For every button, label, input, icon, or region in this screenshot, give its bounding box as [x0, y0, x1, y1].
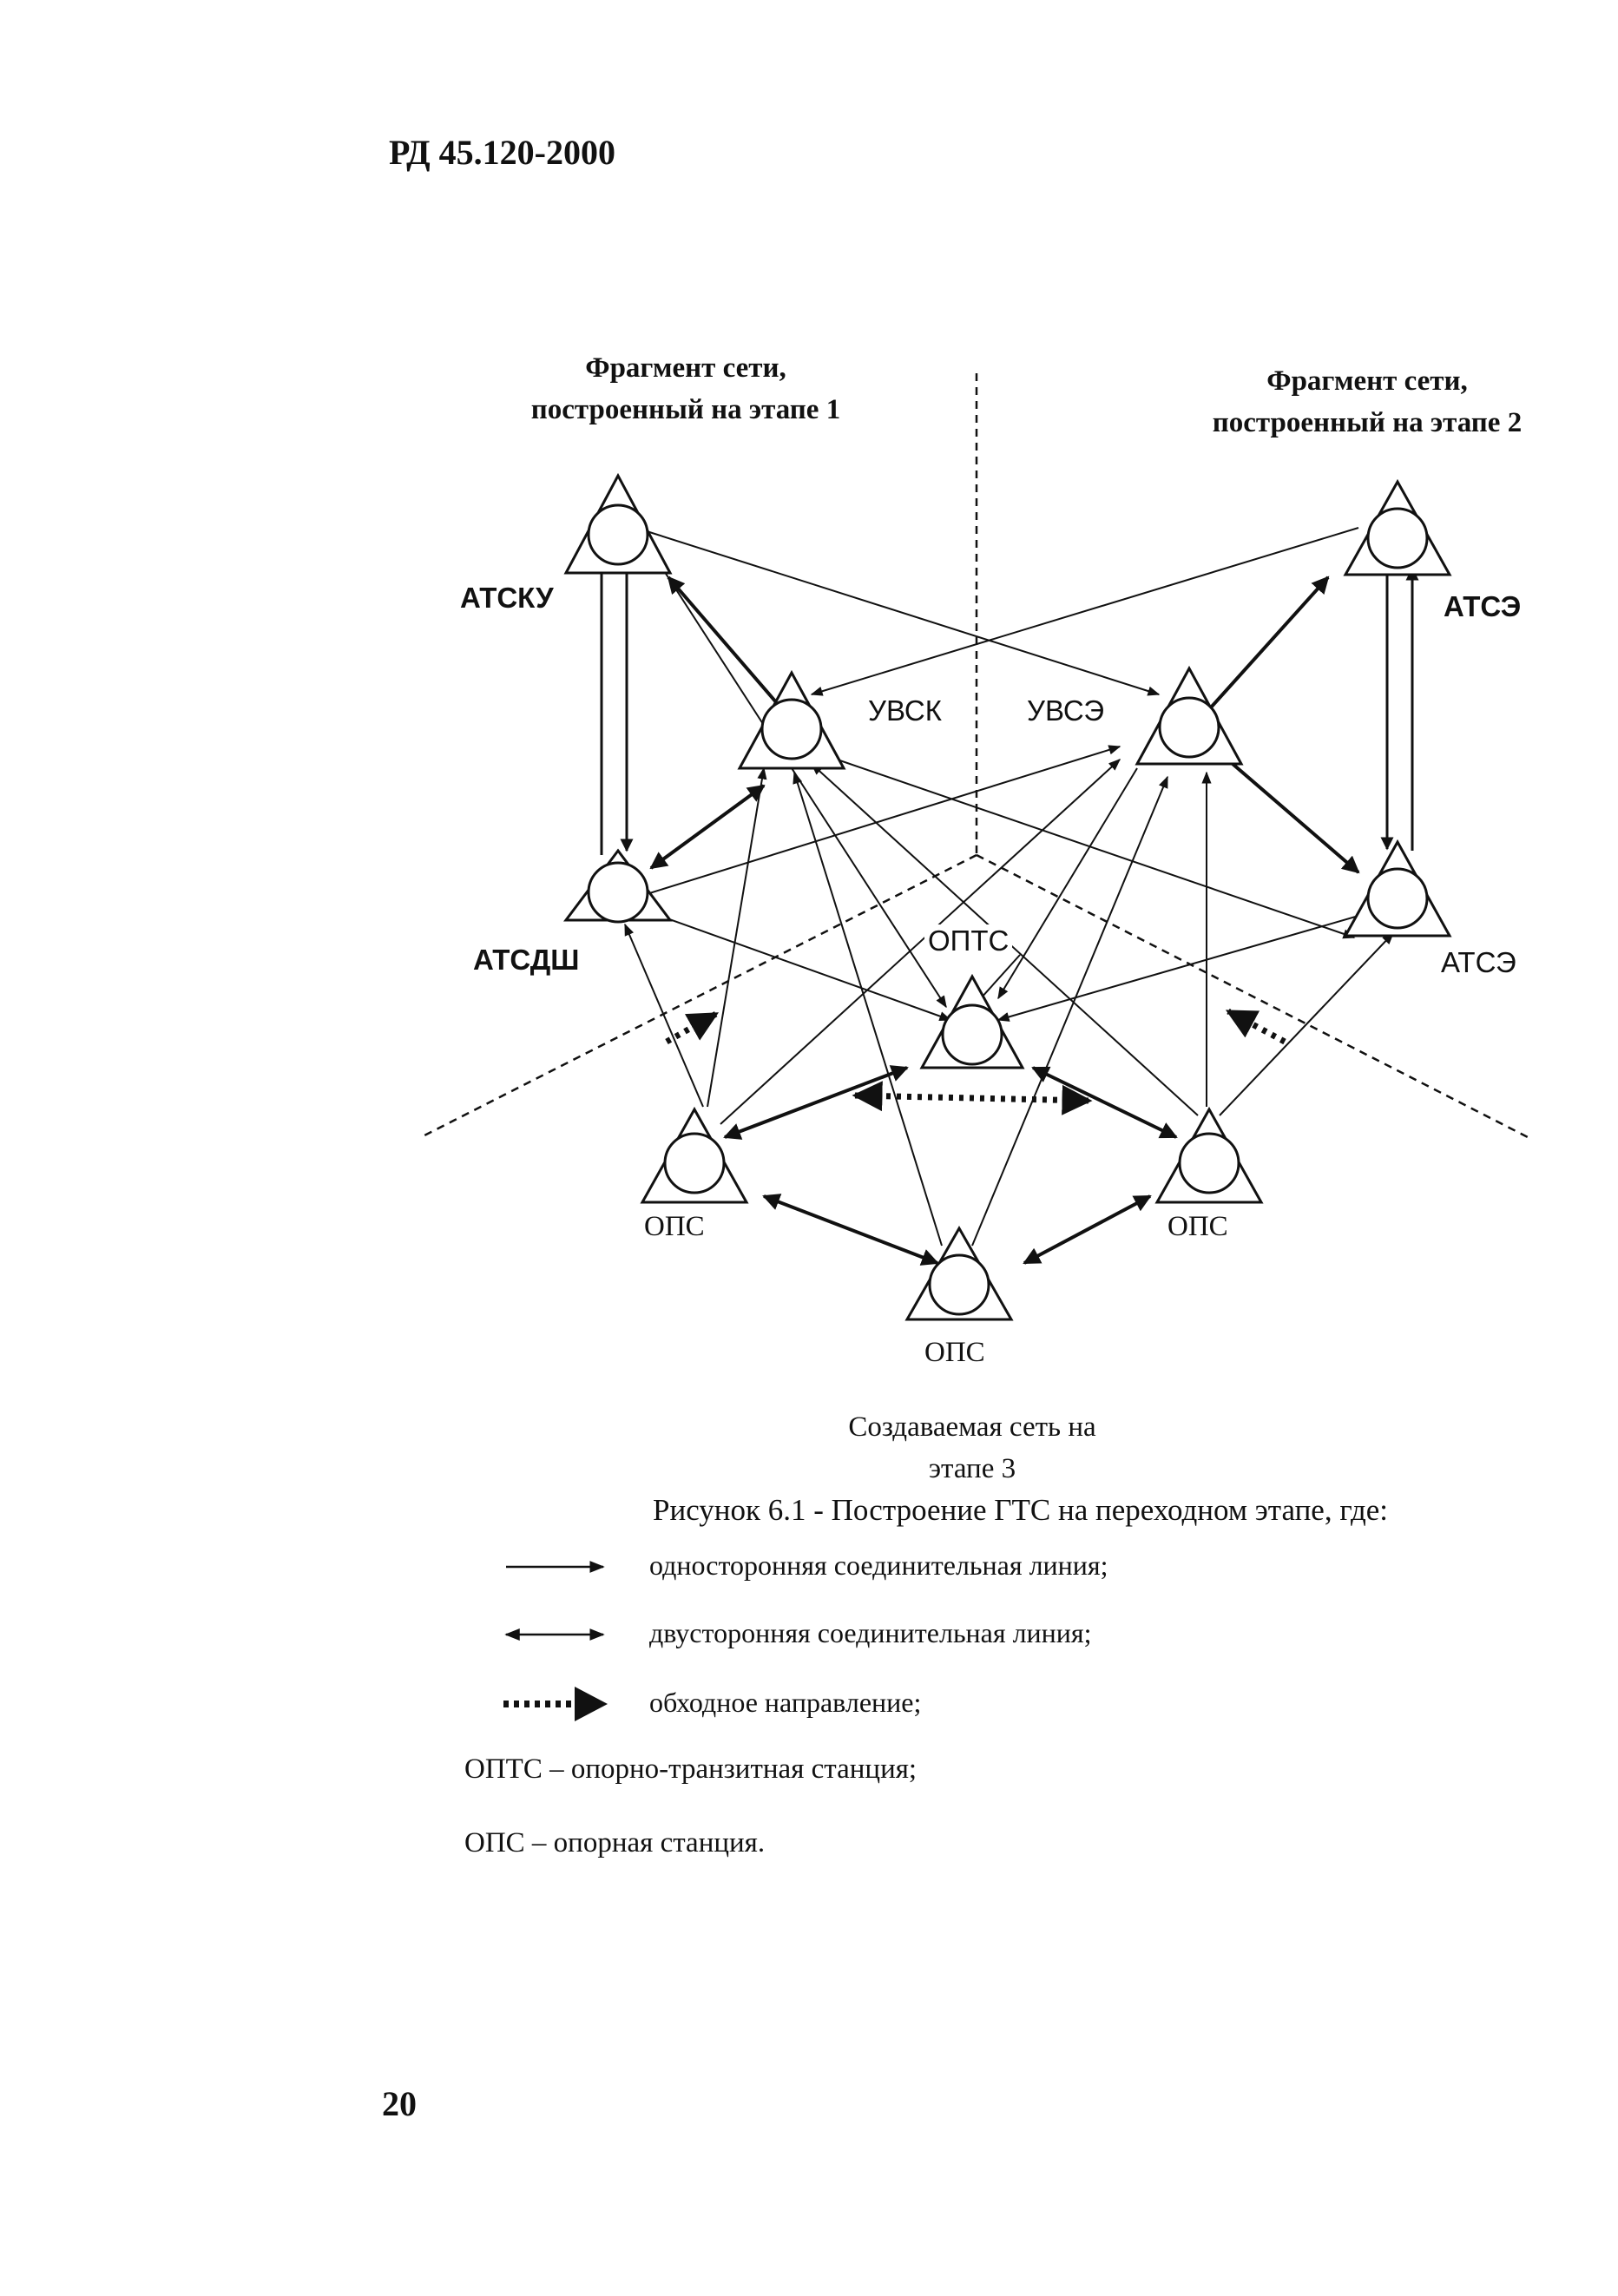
label-atsdsh: АТСДШ	[473, 944, 580, 976]
node-atsku	[563, 472, 673, 575]
new-network-caption: Создаваемая сеть на этапе 3	[781, 1406, 1163, 1490]
region-boundaries	[420, 373, 1529, 1139]
node-ops-right	[1154, 1106, 1264, 1204]
link-ops-b-ops-r	[1023, 1194, 1152, 1265]
boundary-right	[976, 853, 1529, 1139]
label-atsku: АТСКУ	[460, 582, 554, 614]
link-ops-b-uvsk	[793, 771, 943, 1247]
label-uvse: УВСЭ	[1027, 694, 1105, 727]
link-atsku-uvse	[646, 530, 1161, 696]
fragment-stage1-line1: Фрагмент сети,	[585, 352, 786, 384]
link-ops-r-atse	[1219, 931, 1394, 1116]
new-network-caption-line2: этапе 3	[928, 1453, 1016, 1484]
label-ops-right: ОПС	[1167, 1211, 1228, 1242]
medium-links	[667, 576, 1360, 874]
bypass-right	[1225, 1008, 1286, 1045]
link-opts-atsdsh-back	[980, 954, 1021, 999]
link-ops-b-uvse	[971, 775, 1168, 1247]
fragment-stage1-line2: построенный на этапе 1	[530, 394, 841, 425]
label-atse-right: АТСЭ	[1441, 946, 1516, 978]
fragment-stage2-label: Фрагмент сети, построенный на этапе 2	[1124, 360, 1610, 444]
label-ops-left: ОПС	[644, 1211, 705, 1242]
node-atse-right	[1343, 839, 1452, 937]
boundary-left	[420, 853, 977, 1139]
node-atsdsh	[563, 848, 673, 924]
link-ops-l-opts	[723, 1065, 909, 1140]
figure-caption: Рисунок 6.1 - Построение ГТС на переходн…	[653, 1493, 1389, 1527]
note-ops: ОПС – опорная станция.	[464, 1827, 766, 1859]
link-ops-l-atsdsh	[624, 923, 704, 1108]
link-uvse-atse-right	[1231, 762, 1360, 874]
document-id: РД 45.120-2000	[389, 133, 615, 172]
double-vertical-links	[595, 561, 1419, 855]
link-uvse-opts	[997, 767, 1138, 1000]
bypass-links	[665, 1008, 1286, 1115]
link-atse-uvsk	[810, 527, 1359, 696]
link-atsdsh-uvsk	[649, 784, 766, 870]
link-atsdsh-uvse	[646, 745, 1121, 895]
label-opts: ОПТС	[924, 924, 1013, 957]
note-opts: ОПТС – опорно-транзитная станция;	[464, 1753, 918, 1785]
node-uvse	[1135, 665, 1244, 766]
label-atse-top: АТСЭ	[1444, 590, 1522, 622]
link-ops-l-uvse	[720, 759, 1121, 1125]
link-atsdsh-opts	[659, 915, 952, 1022]
legend-two-way-text: двусторонняя соединительная линия;	[649, 1617, 1092, 1648]
legend-symbols	[503, 1561, 608, 1721]
node-atse-top	[1343, 478, 1452, 576]
link-opts-ops-r	[1031, 1066, 1178, 1139]
bypass-bottom	[852, 1081, 1093, 1115]
fragment-stage1-label: Фрагмент сети, построенный на этапе 1	[443, 347, 929, 431]
node-uvsk	[737, 669, 846, 770]
fragment-stage2-line2: построенный на этапе 2	[1212, 407, 1523, 438]
one-way-links	[624, 527, 1394, 1247]
link-uvse-atse	[1209, 576, 1330, 709]
node-opts	[919, 973, 1025, 1069]
link-atsku-opts	[659, 563, 947, 1009]
page-number: 20	[382, 2084, 417, 2123]
two-way-links	[649, 784, 1178, 1266]
label-uvsk: УВСК	[868, 694, 942, 727]
link-ops-l-ops-b	[762, 1194, 939, 1266]
link-atse-opts	[996, 915, 1359, 1022]
fragment-stage2-line1: Фрагмент сети,	[1266, 365, 1468, 397]
label-ops-bottom: ОПС	[924, 1337, 985, 1368]
legend-bypass-text: обходное направление;	[649, 1687, 922, 1718]
legend-one-way-text: односторонняя соединительная линия;	[649, 1549, 1108, 1581]
legend-bypass-icon	[575, 1687, 608, 1721]
link-uvsk-atsku	[667, 576, 779, 705]
nodes	[563, 472, 1452, 1321]
node-ops-bottom	[904, 1225, 1014, 1321]
new-network-caption-line1: Создаваемая сеть на	[848, 1411, 1096, 1443]
node-ops-left	[640, 1106, 749, 1204]
